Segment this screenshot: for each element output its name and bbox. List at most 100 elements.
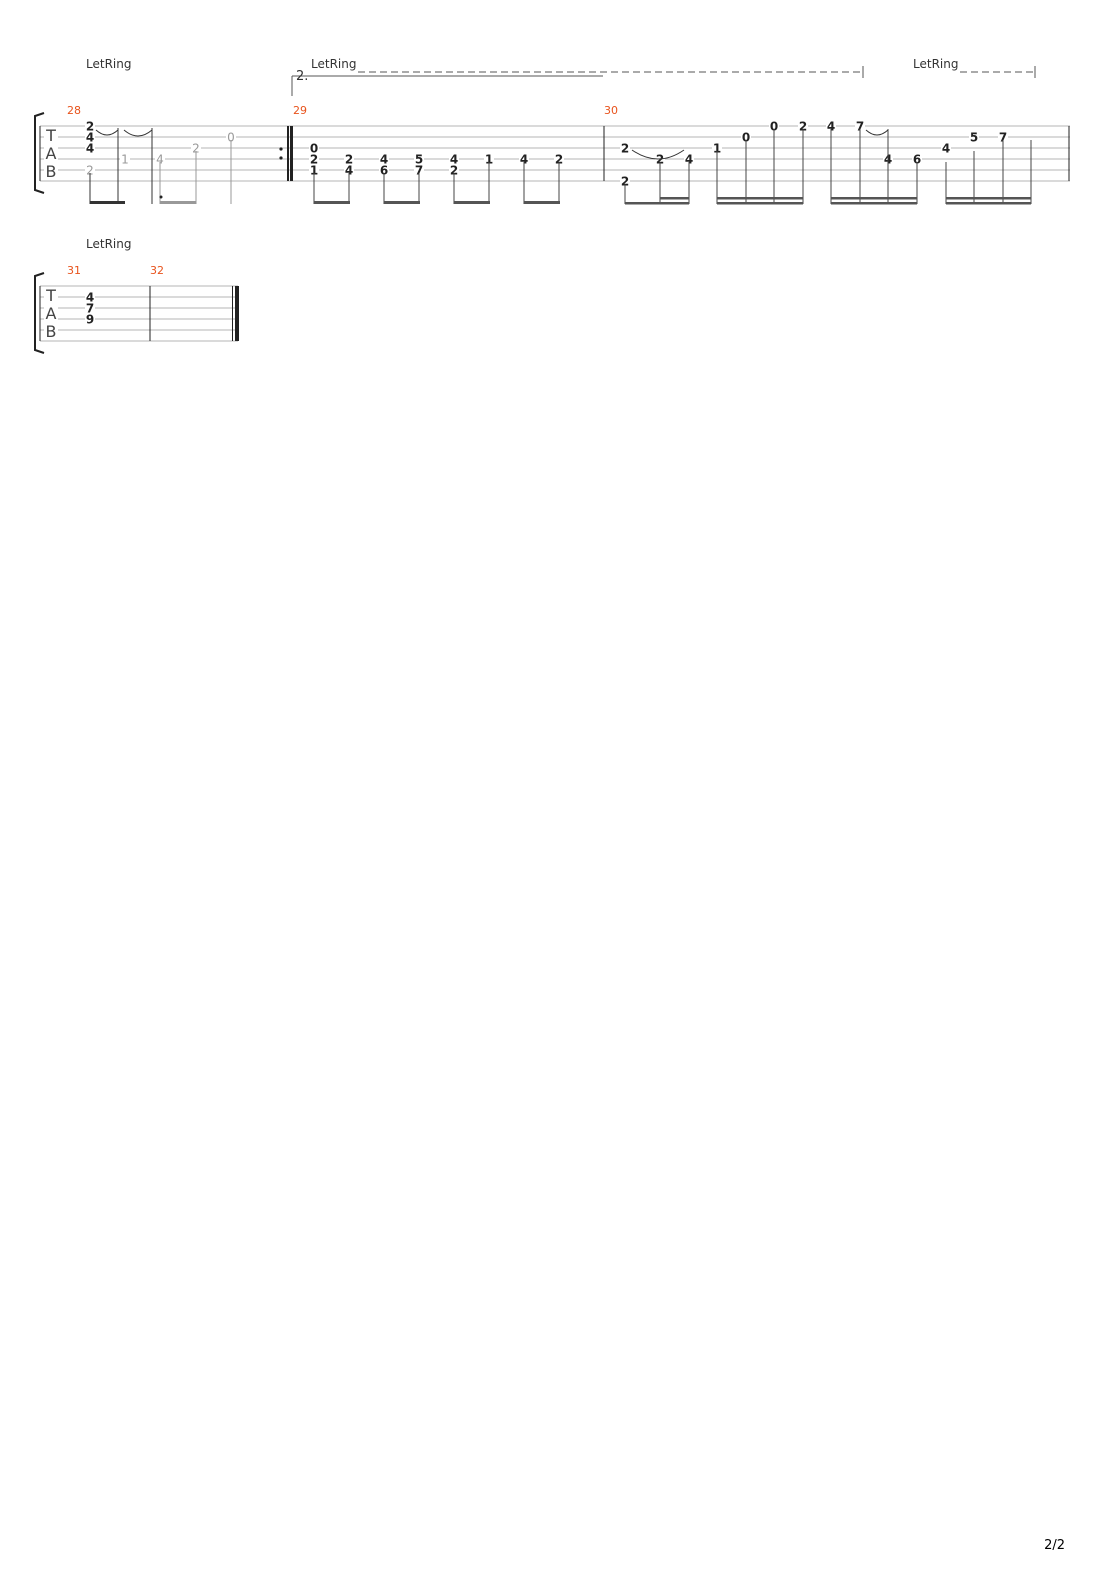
fret-mask [414, 165, 424, 175]
fret-number: 4 [520, 153, 528, 167]
fret-mask [449, 154, 459, 164]
fret-mask [684, 154, 694, 164]
let-ring-label: LetRing [311, 57, 356, 71]
notes: 479 [85, 291, 95, 327]
repeat-dot [279, 156, 283, 160]
fret-mask [912, 154, 922, 164]
fret-number: 5 [415, 153, 423, 167]
tab-clef-t: T [45, 126, 56, 145]
fret-mask [120, 154, 130, 164]
beam [384, 201, 420, 204]
beam [454, 201, 490, 204]
fret-mask [379, 165, 389, 175]
fret-mask [798, 121, 808, 131]
beam [160, 201, 196, 204]
dot [159, 195, 163, 199]
system-1: LetRing LetRing LetRing 2. T A B 28 29 [34, 57, 1070, 205]
fret-number: 6 [380, 164, 388, 178]
fret-mask [155, 154, 165, 164]
fret-number: 0 [770, 120, 778, 134]
fret-number: 4 [685, 153, 693, 167]
let-ring-label: LetRing [86, 57, 131, 71]
fret-mask [85, 132, 95, 142]
fret-mask [309, 143, 319, 153]
fret-number: 4 [156, 153, 164, 167]
fret-mask [712, 143, 722, 153]
fret-number: 7 [415, 164, 423, 178]
fret-number: 2 [86, 120, 94, 134]
volta-label: 2. [296, 69, 308, 84]
fret-mask [226, 132, 236, 142]
staff [40, 285, 238, 342]
let-ring-label: LetRing [913, 57, 958, 71]
fret-number: 7 [86, 302, 94, 316]
fret-number: 2 [310, 153, 318, 167]
fret-mask [344, 165, 354, 175]
slur [631, 149, 685, 160]
beam [90, 201, 125, 204]
system-bracket [34, 112, 45, 194]
fret-mask [85, 303, 95, 313]
fret-mask [85, 292, 95, 302]
tie [95, 129, 119, 136]
fret-mask [769, 121, 779, 131]
fret-mask [344, 154, 354, 164]
system-2: LetRing T A B 31 32 479 [34, 237, 239, 354]
fret-mask [191, 143, 201, 153]
tab-clef-b: B [46, 322, 57, 341]
fret-number: 4 [86, 291, 94, 305]
measure-number: 32 [150, 264, 164, 277]
fret-mask [519, 154, 529, 164]
fret-number: 1 [713, 142, 721, 156]
fret-mask [620, 176, 630, 186]
repeat-dot [279, 147, 283, 151]
measure-number: 29 [293, 104, 307, 117]
tie [865, 129, 889, 136]
fret-mask [969, 132, 979, 142]
fret-number: 4 [827, 120, 835, 134]
tab-clef-t: T [45, 286, 56, 305]
fret-mask [414, 154, 424, 164]
fret-number: 2 [621, 175, 629, 189]
fret-number: 2 [345, 153, 353, 167]
fret-mask [449, 165, 459, 175]
fret-number: 7 [856, 120, 864, 134]
fret-mask [309, 165, 319, 175]
fret-number: 4 [86, 142, 94, 156]
fret-number: 2 [656, 153, 664, 167]
fret-mask [85, 314, 95, 324]
page-number: 2/2 [1044, 1538, 1065, 1553]
fret-mask [554, 154, 564, 164]
fret-mask [620, 143, 630, 153]
fret-number: 0 [742, 131, 750, 145]
stems [89, 128, 232, 204]
fret-mask [855, 121, 865, 131]
beam [524, 201, 560, 204]
fret-number: 2 [555, 153, 563, 167]
fret-mask [826, 121, 836, 131]
fret-mask [85, 165, 95, 175]
fret-number: 9 [86, 313, 94, 327]
fret-number: 6 [913, 153, 921, 167]
beams [625, 197, 1031, 205]
tab-clef-a: A [46, 144, 57, 163]
fret-number: 4 [450, 153, 458, 167]
fret-number: 0 [227, 131, 235, 145]
fret-number: 1 [485, 153, 493, 167]
stems [313, 162, 560, 204]
measure-number: 28 [67, 104, 81, 117]
final-barline-thin [232, 286, 233, 341]
let-ring-label: LetRing [86, 237, 131, 251]
fret-mask [484, 154, 494, 164]
fret-number: 2 [450, 164, 458, 178]
fret-mask [998, 132, 1008, 142]
fret-mask [85, 121, 95, 131]
fret-number: 4 [942, 142, 950, 156]
tab-clef-a: A [46, 304, 57, 323]
final-barline-thick [235, 286, 239, 341]
system-bracket [34, 272, 45, 354]
fret-mask [941, 143, 951, 153]
fret-number: 1 [121, 153, 129, 167]
